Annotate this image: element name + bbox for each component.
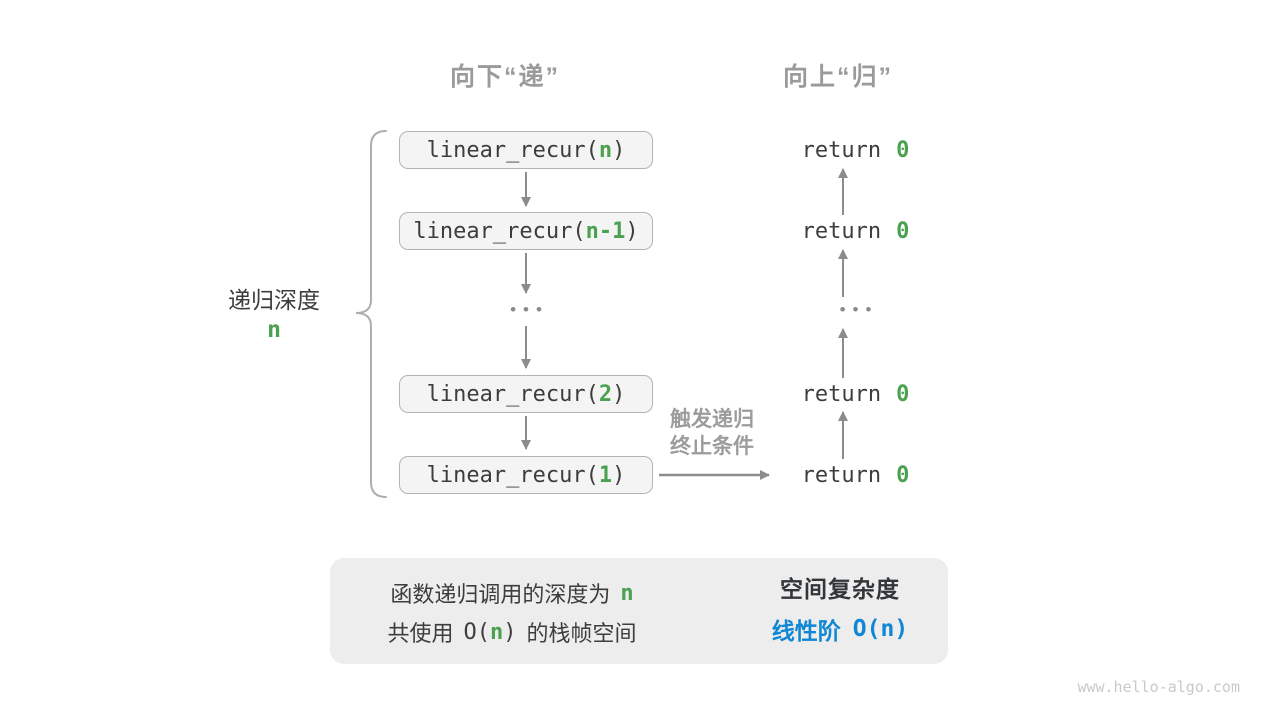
frame-code: linear_recur(1) (426, 462, 626, 488)
summary-text: 共使用 (387, 621, 454, 646)
frame-code: linear_recur(2) (426, 381, 626, 407)
frame-arg: n (598, 137, 613, 163)
return-statement: return 0 (783, 381, 928, 407)
big-o-expression: O(n) (852, 616, 909, 642)
frame-code: linear_recur(n-1) (413, 218, 639, 244)
frame-code: linear_recur(n) (426, 137, 626, 163)
space-complexity-title: 空间复杂度 (780, 576, 900, 602)
return-value: 0 (896, 462, 910, 488)
column-header-descend: 向下“递” (449, 63, 560, 91)
space-complexity-result: 线性阶 O(n) (730, 612, 950, 646)
return-statement: return 0 (783, 137, 928, 163)
complexity-order-label: 线性阶 (771, 618, 841, 644)
summary-text: 的栈帧空间 (526, 621, 637, 646)
call-stack-ellipsis: ••• (510, 300, 549, 319)
summary-left-line2: 共使用 O(n) 的栈帧空间 (351, 616, 673, 648)
call-frame-n: linear_recur(n) (399, 131, 653, 169)
column-header-ascend: 向上“归” (782, 63, 893, 91)
depth-brace (355, 130, 387, 498)
return-statement: return 0 (783, 462, 928, 488)
trigger-label-line1: 触发递归 (670, 408, 754, 431)
return-keyword: return (801, 462, 882, 488)
frame-arg: 2 (598, 381, 613, 407)
call-frame-n-1: linear_recur(n-1) (399, 212, 653, 250)
big-o-expression: O(n) (463, 619, 517, 645)
summary-panel (330, 558, 948, 664)
summary-text: 函数递归调用的深度为 (390, 582, 611, 607)
return-value: 0 (896, 381, 910, 407)
return-value: 0 (896, 218, 910, 244)
depth-label: 递归深度 (228, 287, 320, 313)
return-statement: return 0 (783, 218, 928, 244)
return-value: 0 (896, 137, 910, 163)
return-ellipsis: ••• (839, 300, 879, 319)
site-watermark: www.hello-algo.com (1077, 678, 1240, 696)
return-keyword: return (801, 137, 882, 163)
trigger-label-line2: 终止条件 (670, 435, 754, 458)
frame-arg: n-1 (585, 218, 626, 244)
summary-n: n (620, 580, 634, 606)
summary-left-line1: 函数递归调用的深度为 n (351, 577, 673, 609)
return-keyword: return (801, 218, 882, 244)
return-keyword: return (801, 381, 882, 407)
call-frame-1: linear_recur(1) (399, 456, 653, 494)
frame-arg: 1 (598, 462, 613, 488)
depth-value: n (267, 317, 281, 343)
call-frame-2: linear_recur(2) (399, 375, 653, 413)
